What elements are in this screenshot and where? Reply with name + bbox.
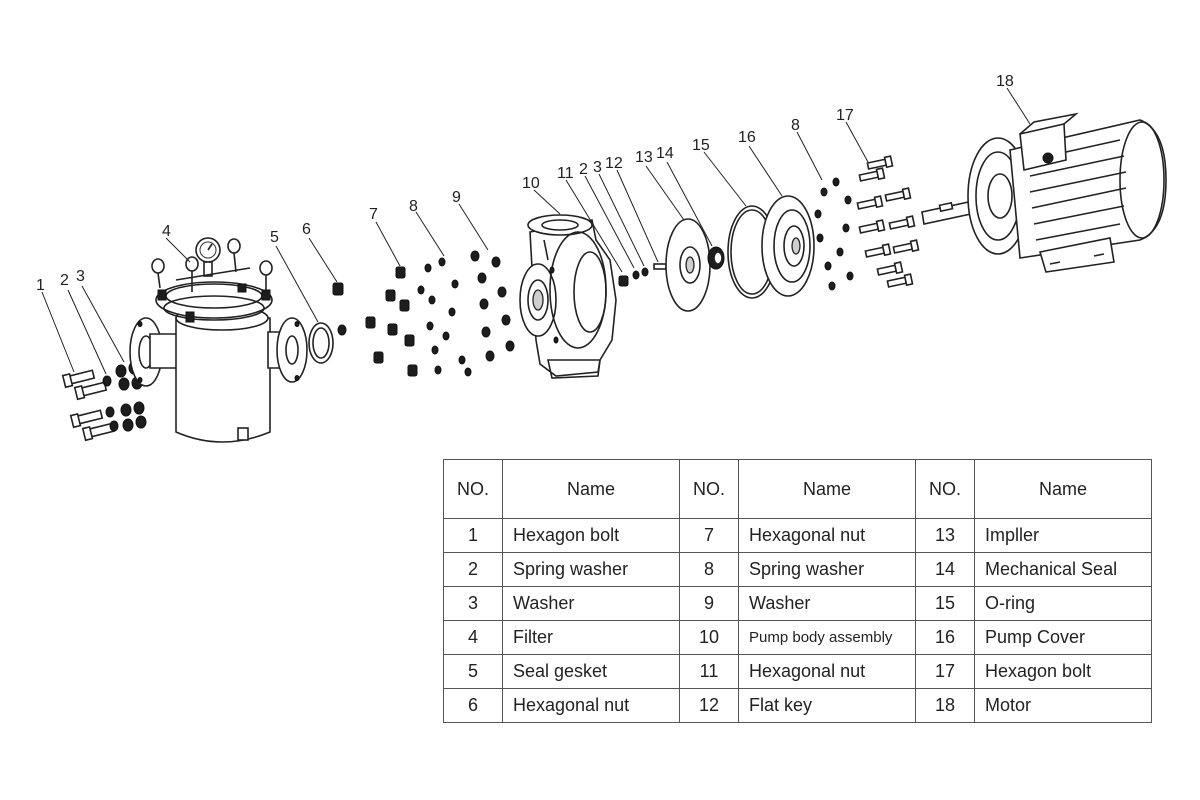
part-name: Hexagonal nut — [738, 654, 916, 689]
header-no: NO. — [679, 459, 739, 519]
part-number: 13 — [915, 518, 975, 553]
part-impeller — [665, 218, 711, 312]
callout-17: 17 — [836, 107, 854, 124]
callout-10: 10 — [522, 175, 540, 192]
callout-13: 13 — [635, 149, 653, 166]
callout-15: 15 — [692, 137, 710, 154]
callout-3b: 3 — [593, 159, 602, 176]
part-number: 7 — [679, 518, 739, 553]
callout-18: 18 — [996, 73, 1014, 90]
part-number: 18 — [915, 688, 975, 723]
callout-2b: 2 — [579, 161, 588, 178]
part-filter — [129, 237, 308, 443]
part-name: Washer — [502, 586, 680, 621]
table-row: 3 Washer 9 Washer 15 O-ring — [443, 586, 1152, 621]
callout-5: 5 — [270, 229, 279, 246]
part-seal-gasket — [308, 322, 334, 364]
part-name: Pump Cover — [974, 620, 1152, 655]
header-name: Name — [502, 459, 680, 519]
part-name: Spring washer — [502, 552, 680, 587]
part-pump-cover — [761, 195, 815, 297]
part-number: 15 — [915, 586, 975, 621]
table-row: 2 Spring washer 8 Spring washer 14 Mecha… — [443, 552, 1152, 587]
part-name: Seal gesket — [502, 654, 680, 689]
callout-7: 7 — [369, 206, 378, 223]
part-small-parts-11-12 — [618, 263, 667, 287]
part-hexagon-bolts-right — [856, 155, 920, 288]
part-name: Hexagon bolt — [974, 654, 1152, 689]
part-name: O-ring — [974, 586, 1152, 621]
part-name: Flat key — [738, 688, 916, 723]
part-name: Filter — [502, 620, 680, 655]
part-name: Washer — [738, 586, 916, 621]
part-number: 8 — [679, 552, 739, 587]
part-hexagonal-nut-6 — [332, 282, 347, 336]
callout-1: 1 — [36, 277, 45, 294]
part-washers-left — [102, 361, 147, 432]
part-hexagonal-nuts-7 — [365, 266, 418, 377]
part-motor — [921, 112, 1167, 273]
part-number: 1 — [443, 518, 503, 553]
part-number: 6 — [443, 688, 503, 723]
table-row: 1 Hexagon bolt 7 Hexagonal nut 13 Implle… — [443, 518, 1152, 553]
callout-6: 6 — [302, 221, 311, 238]
table-header-row: NO. Name NO. Name NO. Name — [443, 459, 1152, 519]
part-number: 3 — [443, 586, 503, 621]
part-number: 9 — [679, 586, 739, 621]
part-washers-8-9-left — [417, 250, 515, 377]
part-number: 17 — [915, 654, 975, 689]
part-name: Hexagon bolt — [502, 518, 680, 553]
part-number: 14 — [915, 552, 975, 587]
header-no: NO. — [915, 459, 975, 519]
part-number: 16 — [915, 620, 975, 655]
part-number: 5 — [443, 654, 503, 689]
callout-3: 3 — [76, 268, 85, 285]
part-name: Impller — [974, 518, 1152, 553]
part-number: 12 — [679, 688, 739, 723]
parts-list-table: NO. Name NO. Name NO. Name 1 Hexagon bol… — [443, 459, 1152, 723]
part-pump-body-assembly — [519, 214, 617, 379]
part-number: 2 — [443, 552, 503, 587]
part-name: Mechanical Seal — [974, 552, 1152, 587]
part-name: Motor — [974, 688, 1152, 723]
callout-11: 11 — [557, 165, 574, 182]
part-name: Spring washer — [738, 552, 916, 587]
callout-12: 12 — [605, 155, 623, 172]
callout-2: 2 — [60, 272, 69, 289]
part-mechanical-seal — [707, 246, 725, 270]
callout-4: 4 — [162, 223, 171, 240]
callout-leaders — [41, 87, 1031, 375]
callout-8: 8 — [409, 198, 418, 215]
header-name: Name — [974, 459, 1152, 519]
pump-exploded-diagram: 1 2 3 4 5 6 7 8 9 10 11 2 3 12 13 14 15 … — [36, 73, 1167, 443]
callout-9: 9 — [452, 189, 461, 206]
callout-16: 16 — [738, 129, 756, 146]
table-row: 6 Hexagonal nut 12 Flat key 18 Motor — [443, 688, 1152, 723]
callout-8b: 8 — [791, 117, 800, 134]
part-number: 11 — [679, 654, 739, 689]
part-number: 10 — [679, 620, 739, 655]
header-no: NO. — [443, 459, 503, 519]
part-name: Hexagonal nut — [502, 688, 680, 723]
table-row: 4 Filter 10 Pump body assembly 16 Pump C… — [443, 620, 1152, 655]
part-name: Pump body assembly — [738, 620, 916, 655]
header-name: Name — [738, 459, 916, 519]
callout-14: 14 — [656, 145, 674, 162]
table-row: 5 Seal gesket 11 Hexagonal nut 17 Hexago… — [443, 654, 1152, 689]
part-number: 4 — [443, 620, 503, 655]
part-washers-8-right — [814, 177, 854, 291]
part-name: Hexagonal nut — [738, 518, 916, 553]
callout-labels: 1 2 3 4 5 6 7 8 9 10 11 2 3 12 13 14 15 … — [36, 73, 1014, 294]
